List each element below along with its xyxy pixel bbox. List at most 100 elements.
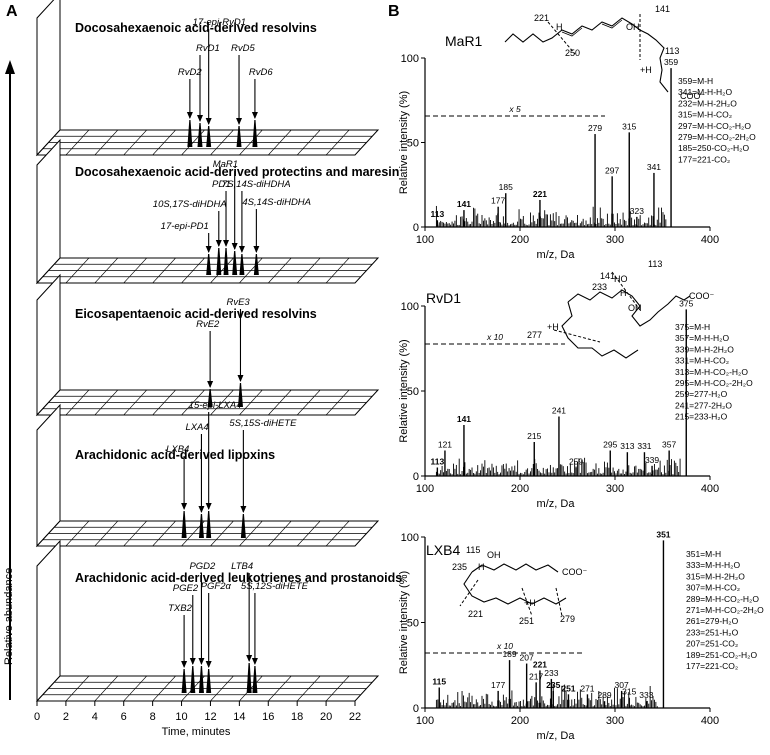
x-tick-label: 2 bbox=[63, 711, 69, 723]
peak-label: 17-epi-PD1 bbox=[161, 221, 209, 232]
chromatogram-peak bbox=[206, 511, 212, 538]
fragment-assignment: 333=M-H-H₂O bbox=[686, 560, 740, 570]
chromatogram-peak bbox=[181, 511, 187, 538]
structure-label: +H bbox=[524, 598, 536, 608]
peak-arrowhead bbox=[231, 243, 238, 250]
chromatogram-peak bbox=[181, 669, 187, 693]
spectrum-name: RvD1 bbox=[426, 290, 461, 306]
x-tick-label: 100 bbox=[416, 715, 434, 727]
floor-grid-line bbox=[325, 129, 350, 156]
structure-label: 233 bbox=[592, 282, 607, 292]
fragment-assignment: 375=M-H bbox=[675, 322, 710, 332]
peak-mz-label: 115 bbox=[432, 676, 446, 686]
y-axis-title: Relative abundance bbox=[3, 568, 15, 665]
floor-grid-line bbox=[268, 675, 292, 702]
structure-chain bbox=[463, 571, 567, 605]
structure-label: H bbox=[478, 562, 485, 572]
floor-grid-line bbox=[325, 257, 350, 284]
peak-arrowhead bbox=[236, 118, 243, 125]
peak-mz-label: 189 bbox=[502, 649, 516, 659]
fragment-assignment: 359=M-H bbox=[678, 76, 713, 86]
x-tick-label: 4 bbox=[92, 711, 98, 723]
structure-label: 279 bbox=[560, 614, 575, 624]
peak-mz-label: 289 bbox=[597, 690, 611, 700]
x-tick-label: 300 bbox=[606, 715, 624, 727]
floor-grid-line bbox=[123, 520, 147, 547]
peak-arrowhead bbox=[240, 506, 247, 513]
fragment-assignment: 341=M-H-H₂O bbox=[678, 87, 732, 97]
peak-mz-label: 359 bbox=[664, 57, 678, 67]
floor-grid-line bbox=[65, 675, 90, 702]
structure-cleavage bbox=[547, 21, 576, 55]
peak-label: 15-epi-LXA4 bbox=[189, 400, 242, 411]
layer-title: Eicosapentaenoic acid-derived resolvins bbox=[75, 307, 317, 321]
peak-mz-label: 307 bbox=[615, 680, 629, 690]
structure-label: 251 bbox=[519, 616, 534, 626]
peak-mz-label: 341 bbox=[647, 162, 661, 172]
x-tick-label: 10 bbox=[175, 711, 187, 723]
peak-label: MaR1 bbox=[213, 159, 238, 170]
y-tick-label: 100 bbox=[401, 301, 419, 313]
x-tick-label: 100 bbox=[416, 234, 434, 246]
floor-grid-line bbox=[65, 520, 90, 547]
floor-grid-line bbox=[268, 129, 292, 156]
x-tick-label: 8 bbox=[150, 711, 156, 723]
structure-chain bbox=[567, 289, 691, 327]
peak-arrowhead bbox=[223, 240, 230, 247]
chromatogram-peak bbox=[236, 126, 242, 147]
structure-cleavage bbox=[459, 579, 479, 607]
peak-label: PGE2 bbox=[173, 583, 199, 594]
structure-label: HO bbox=[614, 274, 628, 284]
x-tick-label: 100 bbox=[416, 483, 434, 495]
structure-label: COO⁻ bbox=[689, 291, 715, 301]
peak-mz-label: 251 bbox=[561, 683, 575, 693]
chromatogram-peak bbox=[198, 514, 204, 538]
fragment-assignment: 315=M-H-CO₂ bbox=[678, 110, 732, 120]
chromatogram-layer: Arachidonic acid-derived leukotrienes an… bbox=[35, 539, 402, 703]
floor-grid-line bbox=[123, 389, 147, 416]
floor-grid-line bbox=[210, 520, 234, 547]
peak-mz-label: 241 bbox=[552, 406, 566, 416]
peak-label: 10S,17S-diHDHA bbox=[153, 199, 227, 210]
peak-arrowhead bbox=[205, 118, 212, 125]
structure-label: +H bbox=[640, 65, 652, 75]
spectrum-name: LXB4 bbox=[426, 542, 460, 558]
x-axis-title: Time, minutes bbox=[162, 726, 231, 738]
floor-grid-line bbox=[65, 389, 90, 416]
structure-double-bond bbox=[601, 19, 623, 29]
floor-grid-line bbox=[152, 129, 176, 156]
peak-arrowhead bbox=[205, 661, 212, 668]
floor-grid-line bbox=[94, 129, 119, 156]
floor-grid-line bbox=[268, 389, 292, 416]
fragment-assignment: 339=M-H-2H₂O bbox=[675, 344, 734, 354]
structure-label: OH bbox=[628, 303, 642, 313]
peak-label: LXB4 bbox=[166, 444, 189, 455]
peak-mz-label: 315 bbox=[622, 121, 636, 131]
structure-label: 221 bbox=[534, 13, 549, 23]
peak-label: TXB2 bbox=[168, 603, 192, 614]
x-axis-title: m/z, Da bbox=[537, 498, 576, 510]
floor-grid-line bbox=[210, 129, 234, 156]
y-tick-label: 50 bbox=[407, 386, 419, 398]
floor-grid-line bbox=[210, 675, 234, 702]
peak-arrowhead bbox=[186, 112, 193, 119]
chromatogram-peak bbox=[187, 120, 193, 147]
peak-arrowhead bbox=[253, 246, 260, 253]
x-tick-label: 6 bbox=[121, 711, 127, 723]
peak-mz-label: 295 bbox=[603, 440, 617, 450]
peak-mz-label: 217 bbox=[529, 671, 543, 681]
peak-mz-label: 333 bbox=[639, 690, 653, 700]
y-tick-label: 0 bbox=[413, 222, 419, 234]
floor-grid-line bbox=[94, 389, 119, 416]
chromatogram-layer: Docosahexaenoic acid-derived protectins … bbox=[35, 138, 399, 285]
peak-arrowhead bbox=[181, 503, 188, 510]
peak-mz-label: 233 bbox=[544, 668, 558, 678]
peak-mz-label: 259 bbox=[569, 457, 583, 467]
fragment-assignment: 261=279-H₂O bbox=[686, 616, 739, 626]
panel-letter-b: B bbox=[388, 3, 400, 20]
y-tick-label: 50 bbox=[407, 138, 419, 150]
peak-arrowhead bbox=[237, 375, 244, 382]
peak-arrowhead bbox=[207, 381, 214, 388]
chromatogram-peak bbox=[232, 251, 238, 275]
